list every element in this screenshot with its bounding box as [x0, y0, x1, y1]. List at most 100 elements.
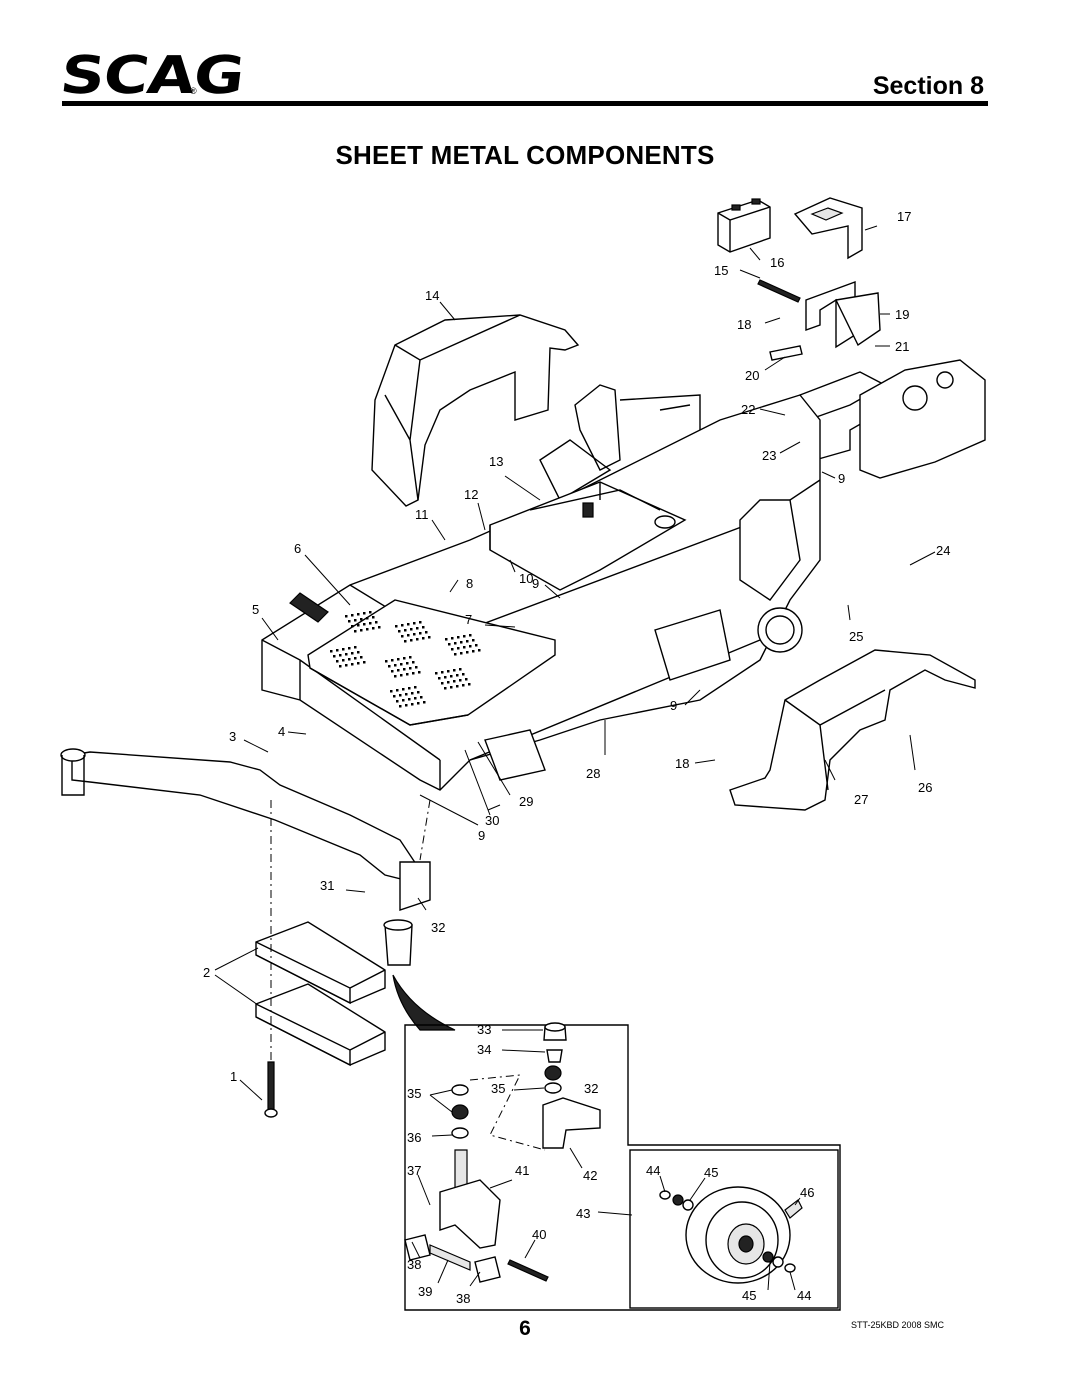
- steering-lever-arm: [60, 748, 431, 911]
- callout-42: 42: [583, 1168, 597, 1183]
- grip-hole: [408, 698, 411, 701]
- header-rule: [62, 101, 988, 106]
- callout-34: 34: [477, 1042, 491, 1057]
- grip-hole: [416, 627, 419, 630]
- callout-8: 8: [466, 576, 473, 591]
- callout-37: 37: [407, 1163, 421, 1178]
- grip-hole: [395, 625, 398, 628]
- grip-hole: [342, 659, 345, 662]
- grip-hole: [366, 617, 369, 620]
- callout-7: 7: [465, 612, 472, 627]
- hydro-pump-detail: [859, 359, 986, 479]
- caster-wheel: [659, 1186, 803, 1284]
- grip-hole: [460, 652, 463, 655]
- grip-hole: [423, 701, 426, 704]
- grip-hole: [403, 657, 406, 660]
- callout-43: 43: [576, 1206, 590, 1221]
- grip-hole: [369, 622, 372, 625]
- grip-hole: [454, 653, 457, 656]
- detail-pointer: [392, 974, 456, 1031]
- callout-46: 46: [800, 1185, 814, 1200]
- grip-hole: [398, 630, 401, 633]
- grip-hole: [397, 658, 400, 661]
- grip-hole: [469, 634, 472, 637]
- grip-hole: [475, 644, 478, 647]
- grip-hole: [363, 623, 366, 626]
- grip-hole: [447, 670, 450, 673]
- grip-hole: [400, 674, 403, 677]
- leader-lines: [214, 225, 936, 1291]
- grip-hole: [351, 663, 354, 666]
- centerline-2: [419, 799, 431, 861]
- grip-hole: [348, 620, 351, 623]
- grip-hole: [465, 678, 468, 681]
- grip-hole: [453, 669, 456, 672]
- grip-hole: [447, 681, 450, 684]
- grip-hole: [428, 636, 431, 639]
- grip-hole: [401, 624, 404, 627]
- grip-hole: [372, 616, 375, 619]
- grip-hole: [391, 659, 394, 662]
- grip-hole: [466, 640, 469, 643]
- grip-hole: [366, 628, 369, 631]
- right-fender: [729, 649, 976, 811]
- floor-pan-grip-holes: [330, 611, 481, 708]
- battery-pad: [769, 345, 803, 361]
- callout-19: 19: [895, 307, 909, 322]
- callout-15: 15: [714, 263, 728, 278]
- grip-hole: [419, 621, 422, 624]
- callout-28: 28: [586, 766, 600, 781]
- grip-hole: [348, 647, 351, 650]
- grip-hole: [459, 668, 462, 671]
- grip-hole: [393, 695, 396, 698]
- battery-bracket: [805, 280, 881, 349]
- callout-33: 33: [477, 1022, 491, 1037]
- grip-hole: [453, 680, 456, 683]
- grip-hole: [417, 691, 420, 694]
- callout-32: 32: [431, 920, 445, 935]
- grip-hole: [394, 664, 397, 667]
- battery: [717, 198, 771, 253]
- callout-9b: 9: [532, 576, 539, 591]
- grip-hole: [401, 635, 404, 638]
- grip-hole: [378, 626, 381, 629]
- callout-23: 23: [762, 448, 776, 463]
- left-fender: [371, 314, 580, 507]
- grip-hole: [418, 671, 421, 674]
- grip-hole: [478, 649, 481, 652]
- grip-hole: [372, 627, 375, 630]
- grip-hole: [413, 633, 416, 636]
- callout-18b: 18: [675, 756, 689, 771]
- callout-20: 20: [745, 368, 759, 383]
- callout-27: 27: [854, 792, 868, 807]
- grip-hole: [357, 662, 360, 665]
- callout-21: 21: [895, 339, 909, 354]
- callout-45b: 45: [742, 1288, 756, 1303]
- callout-12: 12: [464, 487, 478, 502]
- grip-hole: [472, 650, 475, 653]
- grip-hole: [438, 677, 441, 680]
- grip-hole: [406, 662, 409, 665]
- grip-hole: [330, 650, 333, 653]
- grip-hole: [336, 649, 339, 652]
- grip-hole: [412, 672, 415, 675]
- grip-hole: [402, 688, 405, 691]
- grip-hole: [351, 625, 354, 628]
- callout-2: 2: [203, 965, 210, 980]
- grip-hole: [351, 614, 354, 617]
- grip-hole: [397, 669, 400, 672]
- grip-hole: [412, 661, 415, 664]
- grip-hole: [407, 623, 410, 626]
- grip-hole: [441, 671, 444, 674]
- page-title: SHEET METAL COMPONENTS: [335, 140, 715, 170]
- grip-hole: [414, 697, 417, 700]
- grip-hole: [407, 634, 410, 637]
- grip-hole: [413, 622, 416, 625]
- grip-hole: [466, 651, 469, 654]
- callout-11: 11: [415, 507, 429, 522]
- grip-hole: [333, 655, 336, 658]
- grip-hole: [435, 672, 438, 675]
- grip-hole: [360, 656, 363, 659]
- callout-25: 25: [849, 629, 863, 644]
